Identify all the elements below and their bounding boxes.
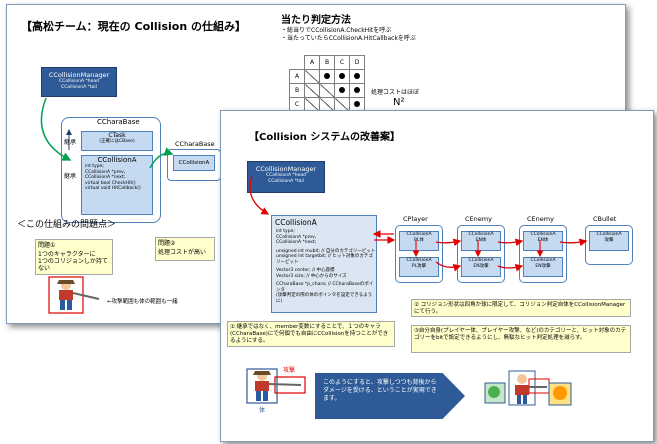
enemy2-col-body-sub: EN体 <box>537 237 549 243</box>
enemy1-col-attack-name: CCollisionA <box>468 258 494 263</box>
hit-bullet-1: ・総当りでCCollisionA.CheckHitを呼ぶ <box>281 27 392 34</box>
hit-dot <box>354 100 360 107</box>
colA-field: unsigned int targetbit; // ヒット対象のカテゴリービッ… <box>276 254 373 265</box>
collision-manager-box-2: CCollisionManager CCollisionA *head CCol… <box>247 161 325 193</box>
colA-title: CCollisionA <box>97 156 137 164</box>
collision-manager-head-2: CCollisionA *head <box>266 173 306 178</box>
enemy1-col-attack: CCollisionA EN攻撃 <box>461 257 501 277</box>
hit-dot <box>324 72 330 79</box>
slide1-title: 【高松チーム：現在の Collision の仕組み】 <box>21 20 246 33</box>
matrix-cell-diag <box>319 83 335 98</box>
slide2-title: 【Collision システムの改善案】 <box>249 132 401 143</box>
problem1-line2: 1つのコリジョンしか持てない <box>38 258 108 272</box>
inherit-label: 継承 <box>64 139 77 146</box>
hit-dot <box>339 86 345 93</box>
colA-field: unsigned int mubit; // 自分のカテゴリービット <box>276 248 376 254</box>
enemy2-col-attack-name: CCollisionA <box>530 258 556 263</box>
collision-manager-title: CCollisionManager <box>48 71 110 79</box>
player-col-attack-sub: PL攻撃 <box>411 263 427 269</box>
ctask-box: CTask (正確にはCBase) <box>81 131 153 151</box>
inherit-label-2: 継承 <box>64 173 77 180</box>
cost-label: 処理コストはほぼ <box>371 89 420 96</box>
enemy2-col-attack-sub: EN攻撃 <box>535 263 551 269</box>
slide-improvement: 【Collision システムの改善案】 CCollisionManager C… <box>220 110 654 442</box>
ctask-title: CTask <box>108 132 126 139</box>
problem2-title: 問題② <box>158 240 176 247</box>
enemy1-col-body-name: CCollisionA <box>468 232 494 237</box>
colA-line: virtual void HitCallback() <box>85 186 141 191</box>
class-title-enemy1: CEnemy <box>465 215 492 223</box>
note-2: ② コリジョン形状は四角か球に限定して、コリジョン判定自体をCCollision… <box>411 299 631 317</box>
problem1-title: 問題① <box>38 242 56 249</box>
enemy2-col-body: CCollisionA EN体 <box>523 231 563 251</box>
collision-manager-head: CCollisionA *head <box>59 79 99 84</box>
colA-line: int type; <box>85 164 104 169</box>
matrix-cell-diag <box>304 83 320 98</box>
problem1-caption: ←攻撃範囲も体の範囲も一緒 <box>107 299 178 305</box>
colA-field: CCollisionA *prev, <box>276 234 317 240</box>
battle-scene <box>484 370 572 406</box>
charabase2-colA: CCollisionA <box>173 155 215 171</box>
problem1-box: 問題① 1つのキャラクターに 1つのコリジョンしか持てない <box>35 239 113 275</box>
charabase-title: CCharaBase <box>97 118 140 126</box>
bullet-col-attack: CCollisionA 攻撃 <box>589 231 629 251</box>
callout-arrow: このようにすると、攻撃しつつも背後からダメージを受ける、ということが実現できます… <box>315 373 465 419</box>
colA-detail-box: CCollisionA int type; CCollisionA *prev,… <box>271 215 377 313</box>
bullet-col-attack-name: CCollisionA <box>596 232 622 237</box>
hit-dot <box>354 86 360 93</box>
colA-line: virtual bool CheckHit() <box>85 180 136 186</box>
colA-field: int type; <box>276 229 295 234</box>
hit-matrix: A B C D A B C <box>289 55 365 112</box>
collision-manager-box: CCollisionManager CCollisionA *head CCol… <box>41 67 117 97</box>
colA-line: CCollisionA *prev, <box>85 169 126 175</box>
colA-box: CCollisionA int type; CCollisionA *prev,… <box>81 155 153 215</box>
attack-label: 攻撃 <box>283 367 296 374</box>
player-col-attack-name: CCollisionA <box>406 258 432 263</box>
hit-dot <box>354 72 360 79</box>
character-figure-2 <box>246 368 306 404</box>
body-label: 体 <box>259 407 266 414</box>
charabase2-title: CCharaBase <box>175 140 215 148</box>
class-title-bullet: CBullet <box>593 215 617 223</box>
problems-heading: ＜この仕組みの問題点＞ <box>17 220 117 230</box>
class-title-player: CPlayer <box>403 215 428 223</box>
collision-manager-tail-2: CCollisionA *tail <box>268 178 304 184</box>
hit-method-title: 当たり判定方法 <box>281 15 351 26</box>
enemy2-col-attack: CCollisionA EN攻撃 <box>523 257 563 277</box>
problem1-line1: 1つのキャラクターに <box>38 251 96 258</box>
collision-manager-tail: CCollisionA *tail <box>61 84 97 90</box>
player-col-attack: CCollisionA PL攻撃 <box>399 257 439 277</box>
bullet-col-attack-sub: 攻撃 <box>604 237 614 243</box>
colA-field: Vector3 size; // 中心からのサイズ <box>276 273 347 279</box>
note-3: ③自分自身(プレイヤー体、プレイヤー攻撃、など)のカテゴリーと、ヒット対象のカテ… <box>411 325 631 353</box>
colA-line: CCollisionA *next; <box>85 175 126 180</box>
problem2-box: 問題② 処理コストが高い <box>155 237 215 261</box>
hit-bullet-2: ・当たっていたらCCollisionA.HitCallbackを呼ぶ <box>281 35 416 42</box>
collision-manager-title-2: CCollisionManager <box>255 165 317 173</box>
player-col-body-name: CCollisionA <box>406 232 432 237</box>
character-figure-1 <box>48 276 100 314</box>
enemy2-col-body-name: CCollisionA <box>530 232 556 237</box>
class-title-enemy2: CEnemy <box>527 215 554 223</box>
colA-field: CCollisionA *next; <box>276 240 317 245</box>
enemy1-col-body-sub: EN体 <box>475 237 487 243</box>
problem2-line1: 処理コストが高い <box>158 249 207 256</box>
hit-dot <box>339 72 345 79</box>
player-col-body-sub: PL体 <box>414 237 424 243</box>
colA-field: CCharaBase *p_chara; // CCharaBaseのポインタ <box>276 282 374 293</box>
ctask-note: (正確にはCBase) <box>99 139 135 144</box>
colA-detail-title: CCollisionA <box>275 218 317 227</box>
colA-field: Vector3 center; // 中心座標 <box>276 268 335 273</box>
colA-field: (攻撃判定の際の体のポインタを設定できるように) <box>276 293 373 304</box>
note-1: ① 継承ではなく、member変数にすることで、１つのキャラ(CCharaBas… <box>227 321 395 347</box>
cost-value: N² <box>393 97 405 108</box>
enemy1-col-attack-sub: EN攻撃 <box>473 263 489 269</box>
